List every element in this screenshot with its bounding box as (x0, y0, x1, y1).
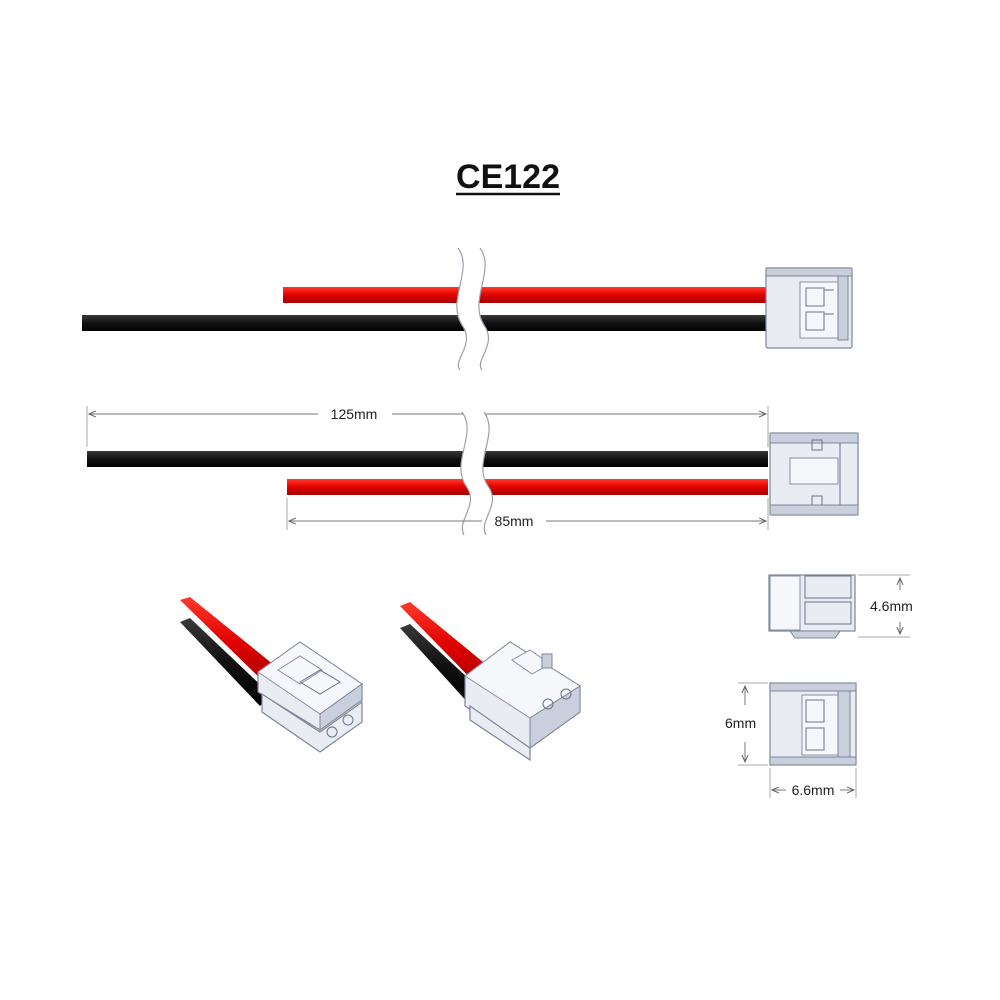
dim-label-front-height: 6mm (725, 715, 756, 731)
red-wire (283, 287, 768, 303)
wire-break-gap (456, 248, 489, 370)
diagram-title: CE122 (456, 158, 560, 196)
connector-side-view (769, 432, 859, 516)
wire-break-mark-left (456, 247, 468, 371)
connector-side-dimension-view: 4.6mm (768, 574, 913, 639)
red-wire-side (287, 479, 768, 495)
wire-break-mark-right (478, 247, 490, 371)
wire-break-gap-side (460, 412, 493, 535)
black-wire-side (87, 451, 768, 467)
top-view-assembly (82, 247, 853, 371)
dim-label-front-width: 6.6mm (792, 782, 835, 798)
connector-front-dimension-view: 6mm 6.6mm (725, 682, 857, 798)
connector-3d-view-2 (400, 602, 581, 762)
connector-top-view (765, 267, 853, 349)
black-wire (82, 315, 768, 331)
connector-3d-view-1 (180, 597, 363, 753)
dim-label-side-height: 4.6mm (870, 598, 913, 614)
dim-label-total-length: 125mm (331, 406, 378, 422)
dim-label-red-length: 85mm (495, 513, 534, 529)
side-view-assembly: 125mm 85mm (86, 406, 859, 536)
